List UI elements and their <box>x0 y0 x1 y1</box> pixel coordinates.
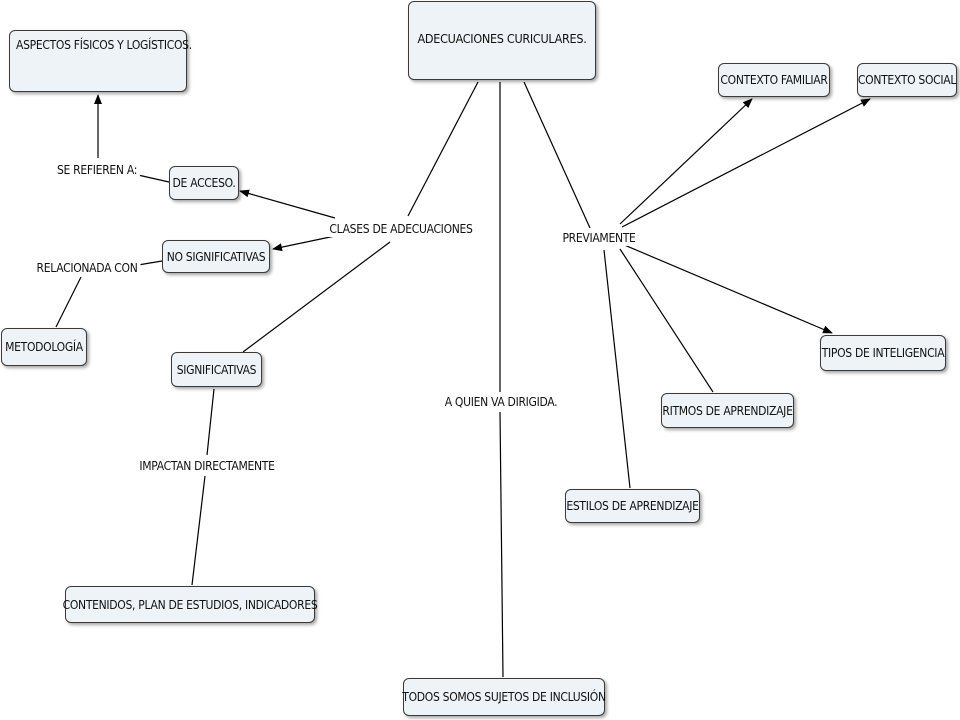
link-previamente: PREVIAMENTE <box>559 230 639 246</box>
node-no-significativas[interactable]: NO SIGNIFICATIVAS <box>162 240 270 273</box>
node-label: CONTEXTO FAMILIAR <box>720 73 828 87</box>
node-label: METODOLOGÍA <box>5 340 83 354</box>
link-relacionada-con: RELACIONADA CON <box>33 260 141 276</box>
node-label: CONTEXTO SOCIAL <box>857 73 957 87</box>
node-contexto-familiar[interactable]: CONTEXTO FAMILIAR <box>718 63 830 97</box>
link-impactan-directamente: IMPACTAN DIRECTAMENTE <box>136 458 278 474</box>
node-metodologia[interactable]: METODOLOGÍA <box>1 328 87 366</box>
node-label: TIPOS DE INTELIGENCIA <box>821 346 945 360</box>
edge-previamente-tipos <box>621 243 833 334</box>
link-a-quien-va-dirigida: A QUIEN VA DIRIGIDA. <box>441 394 561 410</box>
edge-a-quien-todos <box>499 411 504 678</box>
edge-previamente-ritmos <box>619 248 714 393</box>
edge-main-previamente <box>523 81 591 229</box>
node-label: SIGNIFICATIVAS <box>176 362 257 377</box>
node-de-acceso[interactable]: DE ACCESO. <box>169 166 239 200</box>
edge-clases-significativas <box>242 241 391 353</box>
edge-previamente-estilos <box>603 249 631 489</box>
edge-main-clases <box>407 81 479 217</box>
node-label: CONTENIDOS, PLAN DE ESTUDIOS, INDICADORE… <box>62 597 318 612</box>
edge-clases-no-significativas <box>272 235 336 252</box>
edge-acceso-se-refieren <box>137 174 170 183</box>
node-significativas[interactable]: SIGNIFICATIVAS <box>171 352 262 387</box>
node-label: RITMOS DE APRENDIZAJE <box>662 403 793 418</box>
node-contenidos[interactable]: CONTENIDOS, PLAN DE ESTUDIOS, INDICADORE… <box>62 586 318 623</box>
edge-clases-acceso <box>239 189 336 219</box>
node-label: NO SIGNIFICATIVAS <box>166 249 266 264</box>
node-label: ESTILOS DE APRENDIZAJE <box>566 499 699 513</box>
node-contexto-social[interactable]: CONTEXTO SOCIAL <box>857 63 957 97</box>
node-todos-somos[interactable]: TODOS SOMOS SUJETOS DE INCLUSIÓN <box>402 678 606 716</box>
node-label: DE ACCESO. <box>172 176 236 190</box>
node-estilos-aprendizaje[interactable]: ESTILOS DE APRENDIZAJE <box>565 489 700 523</box>
node-label: ADECUACIONES CURICULARES. <box>417 31 587 46</box>
node-ritmos-aprendizaje[interactable]: RITMOS DE APRENDIZAJE <box>661 393 794 428</box>
edge-significativas-impactan <box>206 388 215 456</box>
node-aspectos-fisicos[interactable]: ASPECTOS FÍSICOS Y LOGÍSTICOS. <box>9 30 192 92</box>
edge-relacionada-metodologia <box>55 276 82 328</box>
link-clases-de-adecuaciones: CLASES DE ADECUACIONES <box>326 221 476 237</box>
node-adecuaciones-curiculares[interactable]: ADECUACIONES CURICULARES. <box>408 1 596 80</box>
edge-previamente-contexto-familiar <box>619 98 753 225</box>
edge-previamente-contexto-social <box>621 98 871 228</box>
node-label: ASPECTOS FÍSICOS Y LOGÍSTICOS. <box>16 38 192 52</box>
link-se-refieren-a: SE REFIEREN A: <box>53 162 141 178</box>
node-tipos-inteligencia[interactable]: TIPOS DE INTELIGENCIA <box>820 335 946 371</box>
node-label: TODOS SOMOS SUJETOS DE INCLUSIÓN <box>402 690 606 704</box>
edge-impactan-contenidos <box>191 475 206 586</box>
